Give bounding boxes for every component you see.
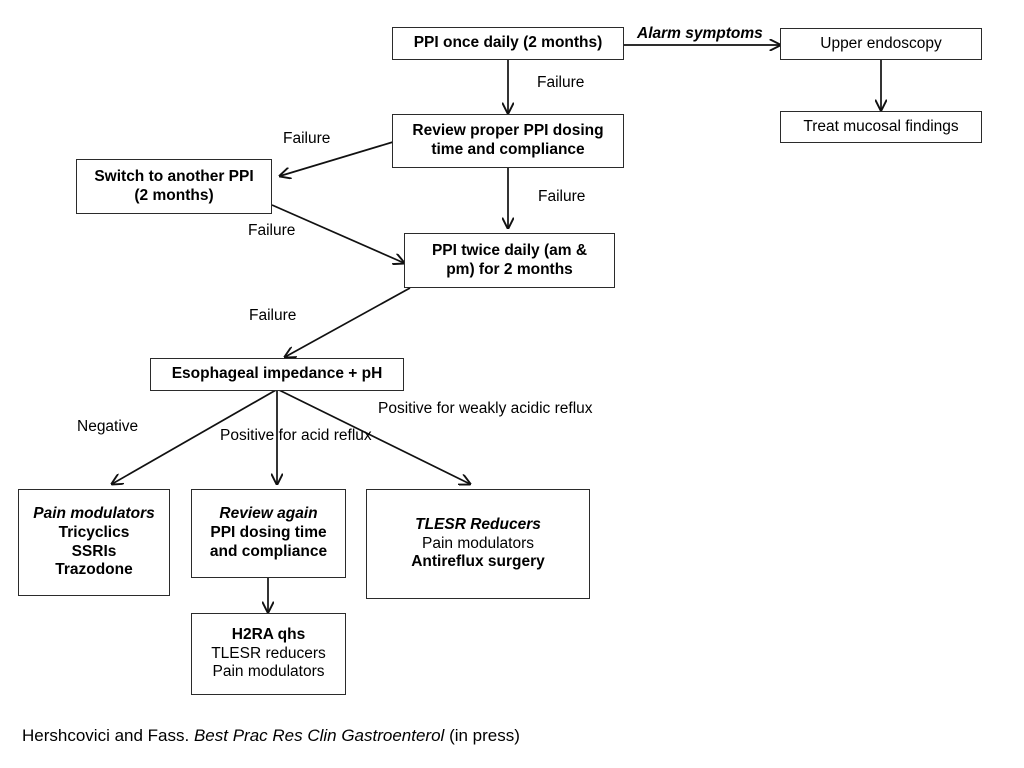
node-line: Upper endoscopy: [820, 34, 942, 52]
node-review-again[interactable]: Review again PPI dosing time and complia…: [191, 489, 346, 578]
edge-label-failure-1: Failure: [537, 74, 584, 92]
node-line: H2RA qhs: [231, 625, 306, 643]
node-line: PPI once daily (2 months): [413, 34, 603, 52]
edge-label-positive-acid-reflux: Positive for acid reflux: [220, 427, 372, 445]
edge-label-line: Failure: [538, 188, 586, 205]
node-line: pm) for 2 months: [446, 260, 573, 278]
node-line: PPI twice daily (am &: [431, 241, 588, 259]
node-esophageal-impedance-ph[interactable]: Esophageal impedance + pH: [150, 358, 404, 391]
edge-label-failure-2: Failure: [283, 130, 330, 148]
node-tlesr-reducers[interactable]: TLESR Reducers Pain modulators Antireflu…: [366, 489, 590, 599]
edge-label-line: Failure: [248, 222, 296, 239]
node-line: Review proper PPI dosing: [412, 122, 604, 140]
edge-label-failure-5: Failure: [249, 307, 296, 325]
edge-label-line: Alarm symptoms: [637, 25, 763, 42]
node-line: Switch to another PPI: [94, 167, 254, 185]
node-line: TLESR Reducers: [415, 515, 541, 533]
node-line: Esophageal impedance + pH: [171, 365, 383, 383]
edge-label-alarm-symptoms: Alarm symptoms: [637, 25, 763, 43]
node-line: time and compliance: [431, 141, 585, 158]
node-line: PPI dosing time: [210, 524, 327, 542]
edge-label-line: Failure: [249, 307, 297, 324]
edge-label-line: weakly acidic reflux: [458, 400, 593, 417]
node-line: SSRIs: [71, 542, 117, 560]
edge-label-negative: Negative: [77, 418, 138, 436]
citation-journal: Best Prac Res Clin Gastroenterol: [193, 726, 445, 745]
node-line: (2 months): [134, 186, 214, 204]
node-ppi-once-daily[interactable]: PPI once daily (2 months): [392, 27, 624, 60]
edge-label-line: Positive: [220, 427, 275, 444]
node-line: and compliance: [209, 542, 328, 560]
node-line: Tricyclics: [58, 523, 130, 541]
edge-label-positive-weakly-acidic-reflux: Positive for weakly acidic reflux: [378, 400, 593, 418]
node-treat-mucosal-findings[interactable]: Treat mucosal findings: [780, 111, 982, 143]
edge-label-line: for acid reflux: [278, 427, 372, 444]
edge-label-line: Failure: [537, 74, 585, 91]
node-line: Treat mucosal findings: [803, 117, 959, 135]
edge-label-failure-4: Failure: [248, 222, 295, 240]
node-line: Antireflux surgery: [411, 553, 545, 571]
node-line: Pain modulators: [33, 504, 155, 522]
citation: Hershcovici and Fass. Best Prac Res Clin…: [22, 726, 520, 746]
node-h2ra-qhs[interactable]: H2RA qhs TLESR reducers Pain modulators: [191, 613, 346, 695]
node-line: TLESR reducers: [211, 644, 326, 662]
node-review-proper-ppi-dosing[interactable]: Review proper PPI dosing time and compli…: [392, 114, 624, 168]
node-ppi-twice-daily[interactable]: PPI twice daily (am & pm) for 2 months: [404, 233, 615, 288]
node-line: Pain modulators: [421, 534, 534, 552]
node-line: Trazodone: [55, 561, 133, 579]
node-line: Review again: [219, 505, 318, 523]
citation-authors: Hershcovici and Fass.: [22, 726, 194, 745]
node-switch-to-another-ppi[interactable]: Switch to another PPI (2 months): [76, 159, 272, 214]
node-upper-endoscopy[interactable]: Upper endoscopy: [780, 28, 982, 60]
node-pain-modulators[interactable]: Pain modulators Tricyclics SSRIs Trazodo…: [18, 489, 170, 596]
edge-label-failure-3: Failure: [538, 188, 585, 206]
node-line: Pain modulators: [212, 663, 325, 681]
citation-status: (in press): [444, 726, 520, 745]
edge-label-line: Failure: [283, 130, 331, 147]
edge-label-line: Positive for: [378, 400, 455, 417]
edge-label-line: Negative: [77, 418, 139, 435]
edge-ppi-twice-to-impedance: [285, 287, 411, 357]
